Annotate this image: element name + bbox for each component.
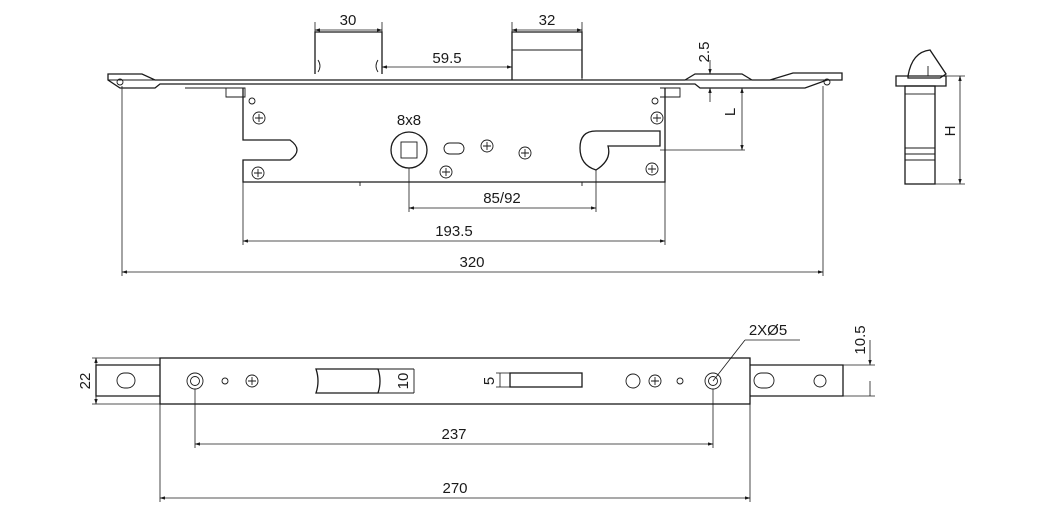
dim-hole-spacing: 237 xyxy=(441,426,466,443)
top-dimensions: 30 32 59.5 2.5 L 8x8 85/92 193.5 xyxy=(121,12,824,276)
faceplate-dimensions: 2XØ5 10.5 22 10 5 237 270 xyxy=(77,322,875,502)
dim-plate-width: 22 xyxy=(77,373,94,390)
faceplate-right-tab xyxy=(750,364,844,397)
fixing-hole xyxy=(186,372,204,390)
dim-overall-length: 320 xyxy=(459,254,484,271)
cylinder-hole xyxy=(579,130,661,171)
dim-faceplate-offset: 2.5 xyxy=(696,42,713,63)
faceplate-view xyxy=(95,357,844,405)
lock-case xyxy=(242,88,666,183)
dim-backset-label: L xyxy=(722,108,739,116)
dim-spindle-to-cylinder: 85/92 xyxy=(483,190,521,207)
dim-height-label: H xyxy=(942,126,959,137)
faceplate-top xyxy=(107,72,843,89)
case-screw xyxy=(251,166,265,180)
dim-bolt-latch-distance: 59.5 xyxy=(432,50,461,67)
deadbolt xyxy=(314,31,383,74)
case-screw xyxy=(252,111,266,125)
side-view: H xyxy=(895,49,965,185)
dim-hole-offset: 10.5 xyxy=(852,325,869,354)
dim-latch-slot: 5 xyxy=(481,377,498,385)
dim-bolt-slot: 10 xyxy=(395,373,412,390)
lock-body-view xyxy=(107,31,843,186)
latch-slot xyxy=(509,372,583,388)
bolt-slot xyxy=(315,368,381,394)
dim-case-length: 193.5 xyxy=(435,223,473,240)
dim-plate-length: 270 xyxy=(442,480,467,497)
dim-spindle: 8x8 xyxy=(397,112,421,129)
case-slot xyxy=(443,142,465,155)
faceplate-left-tab xyxy=(95,364,160,397)
dim-latch-width: 32 xyxy=(539,12,556,29)
case-screw xyxy=(518,146,532,160)
faceplate-main xyxy=(159,357,751,405)
dim-bolt-width: 30 xyxy=(340,12,357,29)
faceplate-screw xyxy=(245,374,259,388)
case-screw xyxy=(480,139,494,153)
case-screw xyxy=(645,162,659,176)
case-screw xyxy=(439,165,453,179)
faceplate-screw xyxy=(648,374,662,388)
latch-bolt xyxy=(511,31,583,80)
spindle-square xyxy=(400,141,418,159)
case-screw xyxy=(650,111,664,125)
spindle-follower xyxy=(390,131,428,169)
dim-fixing-holes: 2XØ5 xyxy=(749,322,787,339)
